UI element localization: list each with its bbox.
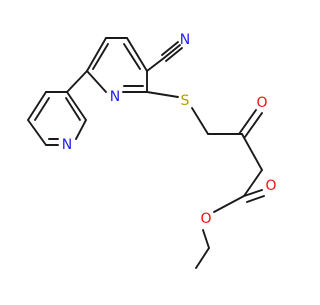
ring-bond-c3-c4 <box>126 37 148 72</box>
pyridine-nitrogen-lower-label: N <box>62 137 72 153</box>
ch2-to-ester-carbon-bond <box>243 169 263 197</box>
ring-double-c5-c6 <box>92 43 109 70</box>
ketone-oxygen-label: O <box>256 95 267 111</box>
ethyl-ch2-to-ch3-bond <box>195 247 210 269</box>
outer-ring-double-1 <box>34 97 50 121</box>
ring-bond-c5-c6 <box>86 37 107 72</box>
outer-ring-bond-2 <box>27 91 47 121</box>
ring-bond-c6-n1 <box>86 70 107 93</box>
bond-layer <box>27 37 265 269</box>
outer-ring-bond-6 <box>66 91 87 121</box>
ketone-double-bond-b <box>244 112 263 138</box>
pyridine-nitrogen-upper-label: N <box>110 89 120 105</box>
nitrile-triple-bond-lower <box>165 47 183 62</box>
atom-label-layer: N N N S O O O <box>62 32 277 227</box>
ketone-double-bond-a <box>238 109 257 135</box>
c2-to-sulfur-bond <box>146 91 179 98</box>
ester-carbon-to-ether-oxygen-bond <box>213 195 245 213</box>
c3-to-nitrile-carbon-bond <box>146 57 165 72</box>
nitrile-triple-bond-upper <box>161 41 179 56</box>
cn-nitrogen-label: N <box>180 32 190 48</box>
sulfur-label: S <box>181 93 190 109</box>
ester-carbonyl-double-a <box>243 189 263 197</box>
molecule-canvas: N N N S O O O <box>0 0 300 300</box>
outer-ring-double-3 <box>65 97 81 121</box>
ether-oxygen-to-ch2-bond <box>202 229 210 249</box>
biaryl-bond <box>66 70 88 93</box>
outer-ring-bond-3 <box>27 119 47 146</box>
outer-ring-bond-5 <box>75 119 87 140</box>
molecule-structure: N N N S O O O <box>0 0 300 300</box>
ester-carbonyl-oxygen-label: O <box>265 178 276 194</box>
background <box>0 0 300 300</box>
ketone-carbon-to-ch2-bond <box>241 133 263 171</box>
sulfur-to-ch2-bond <box>191 107 209 135</box>
nitrile-triple-bond-center <box>163 44 181 59</box>
ester-ether-oxygen-label: O <box>200 211 211 227</box>
ester-carbonyl-double-b <box>246 195 265 203</box>
ring-double-c3-c4 <box>123 43 141 70</box>
